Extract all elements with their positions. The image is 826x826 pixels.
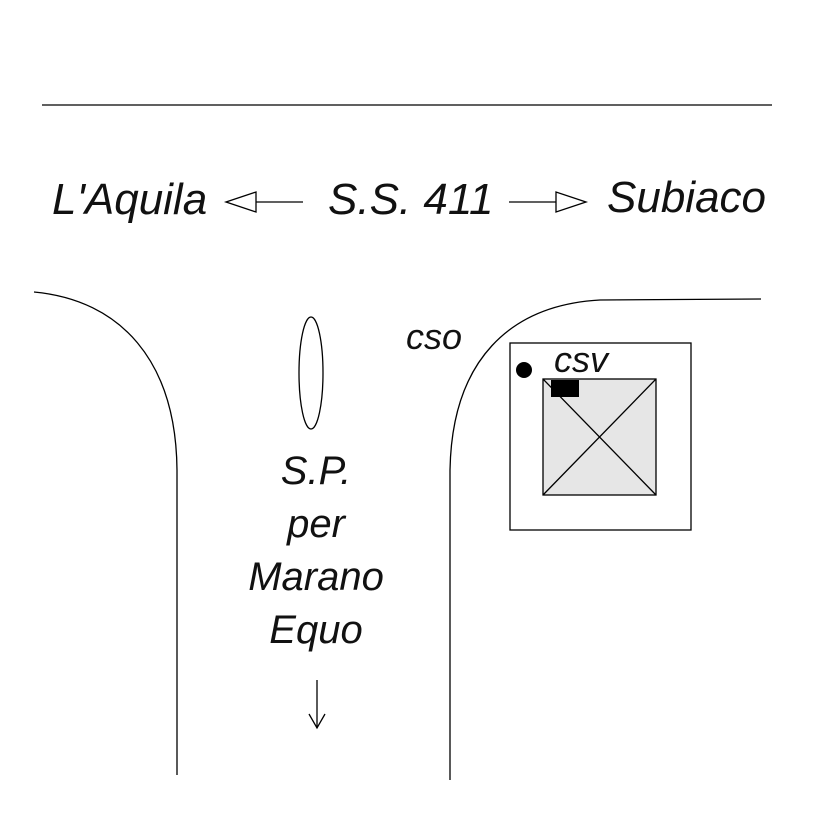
label-cso: cso <box>406 316 462 357</box>
road-edge-right <box>449 298 762 780</box>
label-side-road-line-2: per <box>286 502 346 546</box>
label-csv: csv <box>554 339 610 380</box>
arrow-east-icon <box>509 191 589 213</box>
label-west-destination: L'Aquila <box>52 175 207 224</box>
label-east-destination: Subiaco <box>607 173 766 222</box>
arrow-down-icon <box>308 680 326 730</box>
traffic-island <box>298 316 324 430</box>
label-side-road-line-4: Equo <box>269 608 362 652</box>
label-side-road-line-1: S.P. <box>281 449 351 493</box>
road-edge-left <box>33 291 178 775</box>
label-main-road: S.S. 411 <box>328 175 494 224</box>
site-boundary <box>509 342 692 531</box>
csv-marker <box>551 380 579 397</box>
dot-marker-icon <box>516 362 532 378</box>
arrow-west-icon <box>223 191 303 213</box>
building-icon <box>542 378 657 496</box>
label-side-road-line-3: Marano <box>248 555 384 599</box>
